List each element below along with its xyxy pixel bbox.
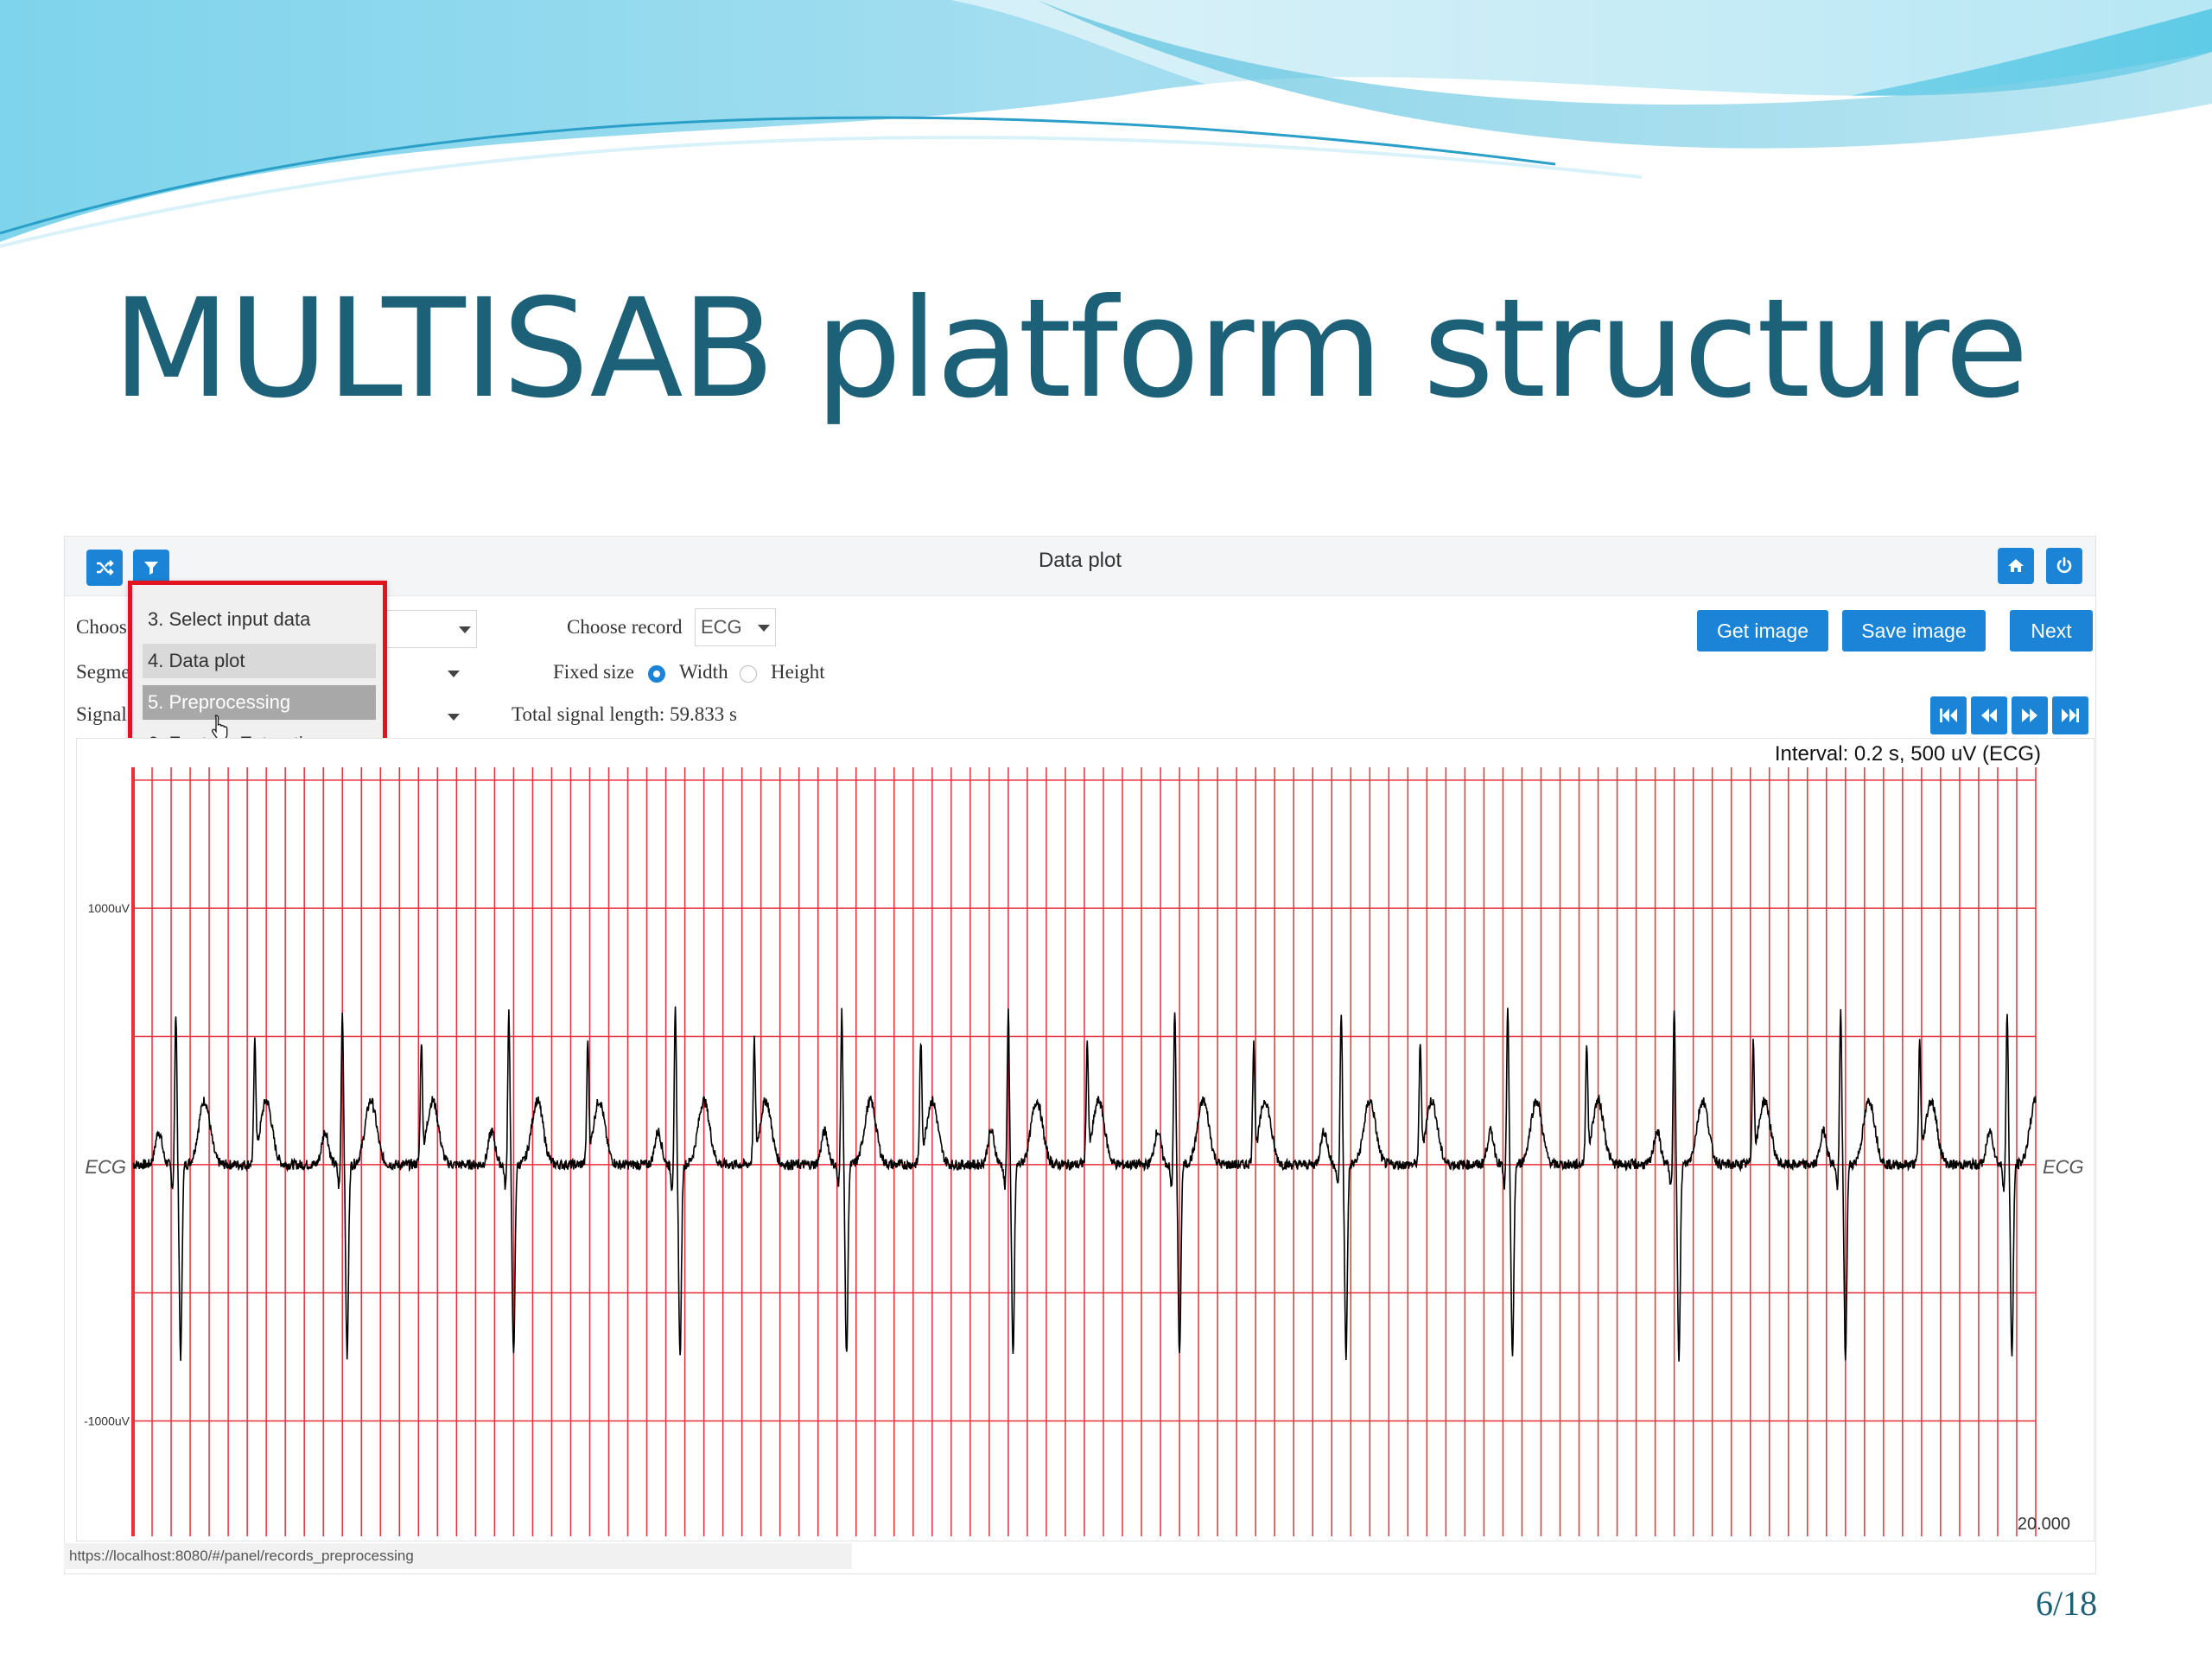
segment-select[interactable] — [380, 655, 467, 693]
width-radio[interactable] — [648, 665, 665, 683]
chevron-down-icon — [448, 671, 460, 677]
save-image-button[interactable]: Save image — [1842, 610, 1986, 652]
shuffle-icon — [97, 560, 114, 575]
interval-annotation: Interval: 0.2 s, 500 uV (ECG) — [1775, 742, 2041, 766]
get-image-button[interactable]: Get image — [1697, 610, 1828, 652]
forward-button[interactable] — [2012, 696, 2048, 734]
menu-item-preprocessing[interactable]: 5. Preprocessing — [143, 685, 376, 720]
slide-title: MULTISAB platform structure — [112, 270, 2029, 429]
status-bar-url: https://localhost:8080/#/panel/records_p… — [64, 1543, 852, 1569]
y-tick-label: -1000uV — [84, 1414, 130, 1428]
choose-select[interactable] — [380, 610, 477, 648]
channel-label-right: ECG — [2043, 1156, 2084, 1178]
menu-item-select-input-data[interactable]: 3. Select input data — [148, 608, 311, 630]
home-icon — [2008, 559, 2024, 572]
segment-label: Segme — [76, 661, 130, 683]
total-signal-length: Total signal length: 59.833 s — [512, 703, 737, 725]
record-select-value: ECG — [701, 616, 742, 638]
channel-label-left: ECG — [85, 1156, 126, 1178]
skip-first-icon — [1940, 709, 1957, 722]
filter-button[interactable] — [133, 550, 169, 586]
app-title: Data plot — [1038, 549, 1122, 572]
chevron-down-icon — [448, 714, 460, 721]
previous-button[interactable] — [1971, 696, 2007, 734]
ecg-chart: 1000uV -1000uV ECG ECG Interval: 0.2 s, 500 … — [76, 738, 2094, 1541]
forward-icon — [2022, 709, 2037, 722]
width-option-label: Width — [679, 661, 728, 683]
ecg-trace — [132, 1006, 2037, 1362]
x-end-label: 20.000 — [2018, 1515, 2070, 1534]
last-page-button[interactable] — [2052, 696, 2088, 734]
menu-item-data-plot[interactable]: 4. Data plot — [143, 644, 376, 678]
height-option-label: Height — [771, 661, 825, 683]
choose-label: Choos — [76, 616, 127, 638]
app-header: Data plot — [65, 537, 2095, 596]
next-button[interactable]: Next — [2010, 610, 2093, 652]
rewind-icon — [1981, 709, 1997, 722]
choose-record-label: Choose record — [567, 616, 683, 638]
filter-icon — [144, 562, 158, 575]
height-radio[interactable] — [740, 665, 757, 683]
slide-page-number: 6/18 — [2036, 1584, 2098, 1623]
home-button[interactable] — [1998, 548, 2034, 584]
fixed-size-label: Fixed size — [553, 661, 634, 683]
slide-header-wave — [0, 0, 2212, 248]
signal-label: Signal — [76, 703, 127, 725]
first-page-button[interactable] — [1930, 696, 1967, 734]
power-button[interactable] — [2046, 548, 2082, 584]
chevron-down-icon — [459, 626, 471, 633]
skip-last-icon — [2062, 709, 2079, 722]
chevron-down-icon — [758, 625, 770, 632]
shuffle-button[interactable] — [86, 550, 123, 586]
power-icon — [2056, 556, 2072, 574]
signal-select[interactable] — [380, 698, 467, 736]
y-tick-label: 1000uV — [88, 901, 130, 915]
record-select[interactable]: ECG — [695, 608, 776, 646]
